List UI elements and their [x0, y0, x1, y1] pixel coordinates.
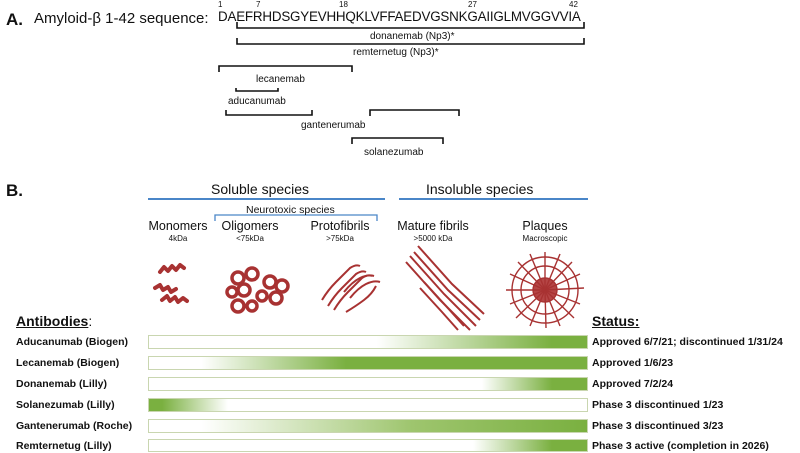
- row-label-solanezumab: Solanezumab (Lilly): [16, 399, 115, 411]
- status-lecanemab: Approved 1/6/23: [592, 357, 674, 369]
- oligomer-glyphs: [225, 266, 290, 314]
- antibodies-header-colon: :: [88, 313, 93, 329]
- gradient-bar-lecanemab: [148, 356, 588, 370]
- species-mature-fibrils: Mature fibrils: [397, 219, 469, 233]
- aducanumab-bracket: [225, 110, 313, 116]
- gradient-bar-gantenerumab: [148, 419, 588, 433]
- gantenerumab-bracket: [369, 109, 460, 116]
- position-27: 27: [468, 0, 477, 9]
- donanemab-bracket: [236, 22, 585, 29]
- status-donanemab: Approved 7/2/24: [592, 378, 674, 390]
- monomer-glyphs: [153, 263, 189, 304]
- species-protofibrils: Protofibrils: [310, 219, 370, 233]
- protofibril-glyphs: [321, 264, 381, 313]
- gradient-bar-donanemab: [148, 377, 588, 391]
- remternetug-epitope-label: remternetug (Np3)*: [353, 47, 439, 58]
- remternetug-bracket: [236, 38, 585, 45]
- panel-b-letter: B.: [6, 181, 23, 200]
- position-18: 18: [339, 0, 348, 9]
- gradient-bar-aducanumab: [148, 335, 588, 349]
- donanemab-epitope-label: donanemab (Np3)*: [370, 31, 455, 42]
- species-mature-fibrils-size: >5000 kDa: [413, 234, 453, 243]
- status-aducanumab: Approved 6/7/21; discontinued 1/31/24: [592, 336, 783, 348]
- aducanumab-epitope-label: aducanumab: [228, 96, 286, 107]
- status-header: Status:: [592, 313, 640, 329]
- row-label-aducanumab: Aducanumab (Biogen): [16, 336, 128, 348]
- antibodies-header: Antibodies:: [16, 313, 92, 331]
- position-7: 7: [256, 0, 261, 9]
- species-oligomers-size: <75kDa: [236, 234, 264, 243]
- lecanemab-epitope-label: lecanemab: [256, 74, 305, 85]
- soluble-species-label: Soluble species: [211, 181, 310, 197]
- species-plaques: Plaques: [522, 219, 568, 233]
- row-label-lecanemab: Lecanemab (Biogen): [16, 357, 120, 369]
- gantenerumab-epitope-label: gantenerumab: [301, 120, 366, 131]
- position-1: 1: [218, 0, 223, 9]
- neurotoxic-species-label: Neurotoxic species: [246, 204, 335, 216]
- insoluble-species-label: Insoluble species: [426, 181, 534, 197]
- antibodies-header-text: Antibodies: [16, 313, 89, 329]
- sequence-label: Amyloid-β 1-42 sequence:: [34, 10, 209, 27]
- species-plaques-size: Macroscopic: [522, 234, 568, 243]
- neurotoxic-bracket: [214, 214, 378, 221]
- solanezumab-bracket: [351, 137, 444, 144]
- mature-fibril-glyphs: [405, 245, 485, 331]
- status-remternetug: Phase 3 active (completion in 2026): [592, 440, 769, 452]
- species-oligomers: Oligomers: [221, 219, 279, 233]
- row-label-donanemab: Donanemab (Lilly): [16, 378, 108, 390]
- panel-a-letter: A.: [6, 10, 23, 29]
- status-solanezumab: Phase 3 discontinued 1/23: [592, 399, 724, 411]
- lecanemab-bracket: [218, 65, 353, 72]
- solanezumab-epitope-label: solanezumab: [364, 147, 424, 158]
- position-42: 42: [569, 0, 578, 9]
- species-monomers: Monomers: [148, 219, 208, 233]
- aducanumab-bracket-small: [235, 88, 279, 92]
- plaque-glyph: [506, 252, 585, 329]
- status-gantenerumab: Phase 3 discontinued 3/23: [592, 420, 724, 432]
- species-monomers-size: 4kDa: [168, 234, 188, 243]
- gradient-bar-remternetug: [148, 439, 588, 452]
- species-protofibrils-size: >75kDa: [326, 234, 354, 243]
- row-label-gantenerumab: Gantenerumab (Roche): [16, 420, 133, 432]
- gradient-bar-solanezumab: [148, 398, 588, 412]
- amyloid-sequence: DAEFRHDSGYEVHHQKLVFFAEDVGSNKGAIIGLMVGGVV…: [218, 9, 581, 24]
- row-label-remternetug: Remternetug (Lilly): [16, 440, 112, 452]
